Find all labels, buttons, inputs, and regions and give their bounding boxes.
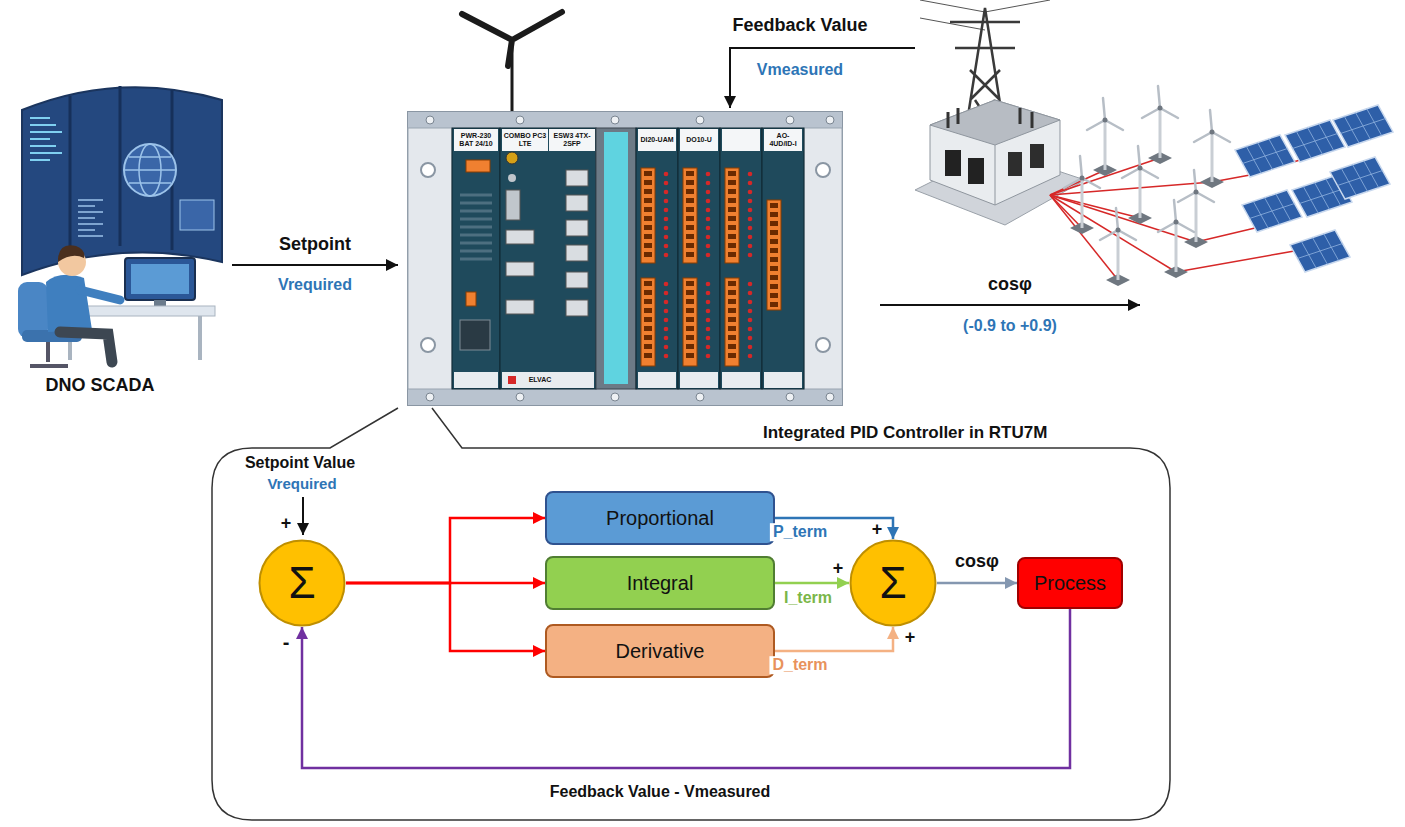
text-label: + xyxy=(905,628,916,648)
summing-junction: Σ xyxy=(258,539,346,627)
setpoint-arrow xyxy=(232,264,398,266)
text-label: Vmeasured xyxy=(757,61,843,79)
scada-illustration xyxy=(18,86,222,366)
node-text: Derivative xyxy=(616,640,705,663)
edge-label: P_term xyxy=(770,523,830,541)
text-label: Vrequired xyxy=(278,276,352,294)
proportional-block: Proportional xyxy=(545,491,775,545)
text-label: Setpoint Value xyxy=(245,454,355,472)
node-text: Process xyxy=(1034,572,1106,595)
text-label: Vrequired xyxy=(267,476,336,493)
text-label: (-0.9 to +0.9) xyxy=(963,317,1057,335)
module-label: ESW3 4TX-2SFP xyxy=(550,132,594,147)
integral-block: Integral xyxy=(545,556,775,610)
signal-connector xyxy=(346,518,545,583)
signal-connector xyxy=(775,582,849,585)
text-label: + xyxy=(833,559,844,579)
module-label: AO-4UD/ID-I xyxy=(765,132,801,147)
module-label: PWR-230 BAT 24/10 xyxy=(455,132,497,147)
signal-connector xyxy=(937,582,1017,585)
module-label: ELVAC xyxy=(529,376,552,384)
edge-label: D_term xyxy=(769,656,830,674)
text-label: cosφ xyxy=(988,275,1032,295)
node-text: Integral xyxy=(627,572,694,595)
output-arrow xyxy=(880,304,1140,306)
derivative-block: Derivative xyxy=(545,624,775,678)
rtu-rack xyxy=(408,112,842,405)
module-label: DI20-UAM xyxy=(639,136,675,144)
module-label: COMBO PC3 LTE xyxy=(503,132,547,147)
signal-connector xyxy=(346,583,545,651)
feedback-arrow xyxy=(730,48,915,108)
setpoint-value-arrow xyxy=(302,497,304,535)
text-label: Feedback Value xyxy=(732,16,867,36)
edge-label: Feedback Value - Vmeasured xyxy=(547,783,774,801)
text-label: DNO SCADA xyxy=(45,376,154,396)
module-label: DO10-U xyxy=(681,136,717,144)
node-text: Σ xyxy=(288,558,315,608)
text-label: Setpoint xyxy=(279,235,351,255)
edge-label: I_term xyxy=(781,589,835,607)
region-heading: Integrated PID Controller in RTU7M xyxy=(760,423,1050,443)
plant-illustration xyxy=(915,0,1393,286)
controller-region: Integrated PID Controller in RTU7MΣPropo… xyxy=(212,448,1170,820)
node-text: Proportional xyxy=(606,507,714,530)
signal-connector xyxy=(775,627,893,651)
process-block: Process xyxy=(1017,557,1123,609)
text-label: + xyxy=(872,520,883,540)
text-label: - xyxy=(283,631,290,653)
signal-connector xyxy=(302,609,1070,768)
summing-junction: Σ xyxy=(849,539,937,627)
node-text: Σ xyxy=(879,558,906,608)
text-label: + xyxy=(281,514,292,534)
edge-label: cosφ xyxy=(952,552,1002,572)
